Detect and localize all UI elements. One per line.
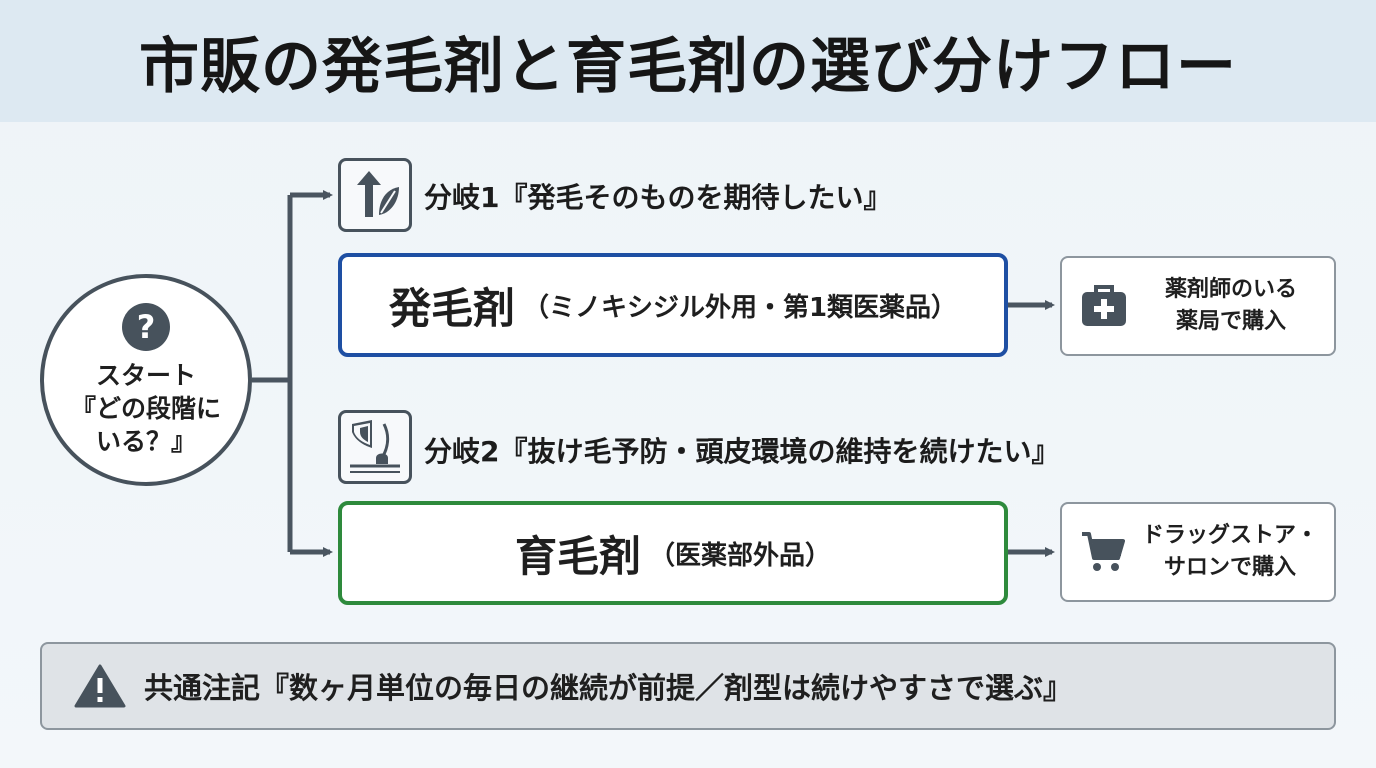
hair-growth-product-detail: （ミノキシジル外用・第1類医薬品） bbox=[522, 292, 958, 323]
hair-care-product-box: 育毛剤 （医薬部外品） bbox=[338, 501, 1008, 605]
hair-growth-product-name: 発毛剤 bbox=[388, 283, 515, 333]
hair-care-product-detail: （医薬部外品） bbox=[649, 540, 832, 571]
common-note-text: 共通注記『数ヶ月単位の毎日の継続が前提／剤型は続けやすさで選ぶ』 bbox=[144, 671, 1073, 705]
destination-drugstore: ドラッグストア・ サロンで購入 bbox=[1060, 502, 1336, 602]
page-title: 市販の発毛剤と育毛剤の選び分けフロー bbox=[139, 31, 1237, 102]
start-label: スタート 『どの段階に いる？』 bbox=[70, 360, 221, 456]
shield-hair-follicle-icon bbox=[338, 410, 412, 484]
warning-icon bbox=[74, 664, 126, 708]
destination-drugstore-label: ドラッグストア・ サロンで購入 bbox=[1141, 523, 1318, 580]
hair-growth-product-box: 発毛剤 （ミノキシジル外用・第1類医薬品） bbox=[338, 253, 1008, 357]
question-icon: ? bbox=[122, 302, 170, 351]
arrow-up-leaf-icon bbox=[338, 158, 412, 232]
first-aid-kit-icon bbox=[1082, 285, 1126, 326]
branch-1-label: 分岐1『発毛そのものを期待したい』 bbox=[424, 181, 892, 214]
hair-care-product-name: 育毛剤 bbox=[514, 531, 641, 581]
branch-2-label: 分岐2『抜け毛予防・頭皮環境の維持を続けたい』 bbox=[424, 435, 1060, 468]
header-banner: 市販の発毛剤と育毛剤の選び分けフロー bbox=[0, 0, 1376, 122]
shopping-cart-icon bbox=[1082, 532, 1125, 571]
destination-pharmacy-label: 薬剤師のいる 薬局で購入 bbox=[1164, 277, 1297, 334]
destination-pharmacy: 薬剤師のいる 薬局で購入 bbox=[1060, 256, 1336, 356]
common-note-box: 共通注記『数ヶ月単位の毎日の継続が前提／剤型は続けやすさで選ぶ』 bbox=[40, 642, 1336, 730]
start-node: ? スタート 『どの段階に いる？』 bbox=[40, 274, 252, 486]
